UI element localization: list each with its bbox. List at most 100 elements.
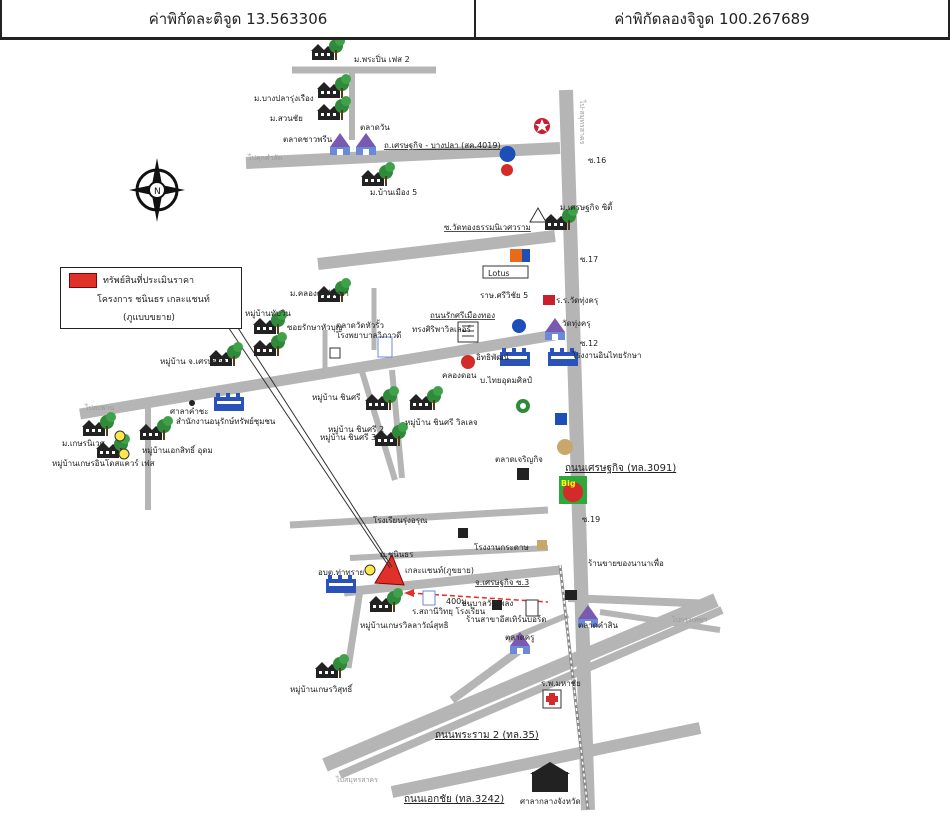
svg-text:N: N xyxy=(154,187,161,197)
rama2-label: ถนนพระราม 2 (ทล.35) xyxy=(435,730,539,741)
label: ทรงศิริพาวิลเลอร์ xyxy=(412,324,471,334)
house-icon xyxy=(315,654,349,678)
legend-line-2: โครงการ ชนินธร เกละแชนท์ xyxy=(97,295,210,305)
landmark-icon xyxy=(557,439,573,455)
provincial-hall-icon xyxy=(532,772,568,792)
to-saphan-label: ไปสะพาน xyxy=(84,403,115,412)
fuel-station-icon xyxy=(499,146,516,162)
building-icon xyxy=(377,336,393,358)
label: ม.คลองครูพัฒนา xyxy=(290,289,349,299)
store-icon xyxy=(517,468,529,480)
legend-line-1: ทรัพย์สินที่ประเมินราคา xyxy=(103,276,195,286)
label: หมู่บ้าน ชินศรี xyxy=(312,393,361,403)
label: ม.บ้านเมือง 5 xyxy=(370,188,417,197)
map-legend: ทรัพย์สินที่ประเมินราคา โครงการ ชนินธร เ… xyxy=(60,267,242,329)
label: หมู่บ้านทับวิน xyxy=(245,309,291,319)
bank-icon xyxy=(512,319,526,333)
label: ซอยรักษาหัวบุญ xyxy=(287,323,343,332)
label: อนุบาลวัดเพลง xyxy=(462,599,513,608)
north-arrow-icon: N xyxy=(129,158,185,222)
label: ตลาดเจริญกิจ xyxy=(495,455,543,464)
label: อบต.ท่าทราย xyxy=(318,568,364,577)
label: ม.สวนชัย xyxy=(270,114,303,123)
label: ม.เกษรนิเวศ xyxy=(62,439,105,448)
to-samutsakhon-label: ไปสมุทรสาคร xyxy=(335,775,378,784)
place-labels: ม.พระปิ่น เฟส 2 ม.บางปลารุ่งเรือง ม.สวนช… xyxy=(52,53,664,806)
government-office-icon xyxy=(326,575,356,593)
market-icon xyxy=(330,133,350,155)
label: หมู่บ้าน ชินศรี วิลเลจ xyxy=(405,418,478,428)
shop-icon xyxy=(510,249,522,262)
building-icon xyxy=(329,347,341,359)
label: โรงงานอินไทยรักษา xyxy=(572,350,642,360)
road-3091-label: ถนนเศรษฐกิจ (ทล.3091) xyxy=(565,463,676,474)
school-icon xyxy=(543,295,555,305)
label: โรงพยาบาลวิภาวดี xyxy=(336,330,401,340)
label: ราษ.ศรีวิชัย 5 xyxy=(480,291,528,300)
label: ม.พระปิ่น เฟส 2 xyxy=(354,53,410,64)
subject-swatch xyxy=(69,273,97,288)
label: จ.เศรษฐกิจ ซ.3 xyxy=(475,578,529,587)
marker-icon xyxy=(118,448,130,460)
label: ตลาดวัน xyxy=(360,123,390,132)
label: ตลาดคำสิน xyxy=(578,621,619,630)
store-icon xyxy=(565,590,577,600)
svg-text:Big: Big xyxy=(561,479,576,488)
wat-thongtham-label: ซ.วัดทองธรรมนิเวศวราม xyxy=(444,223,531,232)
lotus-label: Lotus xyxy=(488,269,510,278)
label: ม.บางปลารุ่งเรือง xyxy=(254,94,314,103)
factory-icon xyxy=(214,393,244,411)
house-icon xyxy=(317,74,351,98)
label: ตลาดชาวพรีน xyxy=(283,135,333,144)
label: ร้านขายของนานาเพื่อ xyxy=(588,557,664,568)
label: ม.เศรษฐกิจ ซิตี้ xyxy=(560,201,613,212)
label: หมู่บ้านเกษรวิลลาวัณ์สุทธิ xyxy=(360,620,449,631)
location-map[interactable]: N xyxy=(0,40,950,819)
coordinates-header: ค่าพิกัดละติจูด 13.563306 ค่าพิกัดลองจิจ… xyxy=(0,0,950,40)
label: ร้านสาขาอีสเทิร์นบอร์ด xyxy=(466,614,546,624)
label: หมู่บ้านเกษรวิสุทธิ์ xyxy=(290,683,354,695)
label: เกละแชนท์(ภูขยาย) xyxy=(405,565,474,576)
poi-icons: Lotus Big xyxy=(114,118,587,792)
label: ร.พ.มหาชัย xyxy=(541,679,581,688)
label: หมู่บ้านเอกสิทธิ์ อุดม xyxy=(142,444,213,456)
label: บ.ไทยอุดมศิลป์ xyxy=(480,375,532,385)
label: ถนนรักศรีเมืองทอง xyxy=(430,311,495,320)
to-north-label: ไป-สมุทรสาคร xyxy=(578,99,587,145)
label: อิทธิพัฒน์ xyxy=(476,352,510,362)
house-icon xyxy=(409,386,443,410)
lotus-icon xyxy=(482,265,529,279)
house-icon xyxy=(361,162,395,186)
label: หมู่บ้าน ชินศรี 3 xyxy=(320,433,376,443)
house-icon xyxy=(311,40,345,60)
house-icon xyxy=(317,96,351,120)
label: ซ.19 xyxy=(582,515,600,524)
label: ศาลากลางจังหวัด xyxy=(520,797,581,806)
temple-icon xyxy=(189,400,195,406)
label: สำนักงานอนุรักษ์ทรัพย์ชุมชน xyxy=(176,416,276,426)
distance-label: 400ม. xyxy=(446,597,469,606)
ekachai-label: ถนนเอกชัย (ทล.3242) xyxy=(404,794,504,805)
label: หมู่บ้านเกษรอินโดสแควร์ เฟส xyxy=(52,458,155,469)
marker-icon xyxy=(364,564,376,576)
to-kukot-label: ไปคุกคำลัด xyxy=(247,153,282,162)
label: ซ.16 xyxy=(588,156,606,165)
store-icon xyxy=(492,600,502,610)
railway xyxy=(558,564,590,811)
label: ศาลาคำชะ xyxy=(170,407,209,416)
label: ตลาดครู xyxy=(505,633,535,643)
building-icon xyxy=(422,590,436,606)
route-arrow xyxy=(404,589,549,603)
store-icon xyxy=(537,540,547,550)
legend-line-3: (ภูแบบขยาย) xyxy=(123,313,175,323)
label: โรงงานกระดาษ xyxy=(474,542,529,552)
label: โรงเรียนรุ่งอรุณ xyxy=(373,515,428,525)
label: หมู่บ้าน จ.เศรษฐกิจ xyxy=(160,357,227,367)
latitude-label: ค่าพิกัดละติจูด 13.563306 xyxy=(148,9,328,28)
hospital-icon xyxy=(461,355,475,369)
shop-icon xyxy=(555,413,567,425)
market-icon xyxy=(356,133,376,155)
label: ร.ร.วัดทุ่งครุ xyxy=(556,296,599,305)
marker-icon xyxy=(114,430,126,442)
road-4019-label: ถ.เศรษฐกิจ - บางปลา (สค.4019) xyxy=(384,141,501,150)
